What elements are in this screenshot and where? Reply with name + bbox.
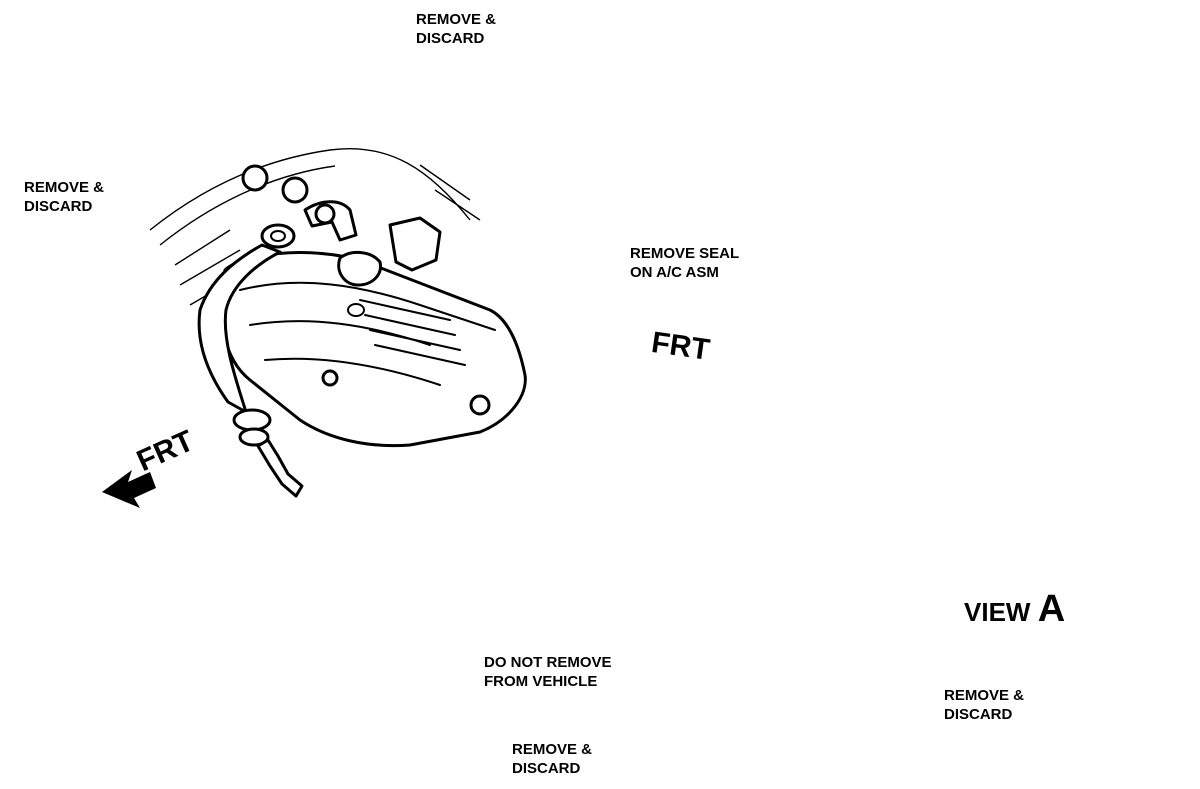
callout-line: DISCARD — [944, 706, 1013, 723]
callout-line: DISCARD — [24, 198, 93, 215]
valve-cover-assembly — [149, 148, 527, 498]
callout-do-not-remove: DO NOT REMOVE FROM VEHICLE — [484, 653, 612, 691]
callout-line: REMOVE & — [944, 687, 1025, 704]
callout-line: REMOVE & — [416, 11, 497, 28]
callout-right-remove-discard: REMOVE & DISCARD — [944, 686, 1024, 724]
callout-line: DISCARD — [416, 30, 485, 47]
callout-line: FROM VEHICLE — [484, 673, 598, 690]
callout-line: REMOVE & — [512, 741, 593, 758]
callout-remove-seal: REMOVE SEAL ON A/C ASM — [630, 244, 739, 282]
callout-bottom-remove-discard: REMOVE & DISCARD — [512, 740, 592, 778]
callout-line: DISCARD — [512, 760, 581, 777]
view-word: VIEW — [964, 597, 1031, 627]
callout-line: REMOVE & — [24, 179, 105, 196]
callout-line: DO NOT REMOVE — [484, 654, 612, 671]
view-letter: A — [1037, 588, 1066, 630]
front-direction-arrow-icon — [102, 470, 156, 508]
callout-line: ON A/C ASM — [630, 264, 719, 281]
callout-left-remove-discard: REMOVE & DISCARD — [24, 178, 104, 216]
callout-top-remove-discard: REMOVE & DISCARD — [416, 10, 496, 48]
view-a-label: VIEW A — [964, 588, 1065, 631]
callout-line: REMOVE SEAL — [630, 245, 740, 262]
